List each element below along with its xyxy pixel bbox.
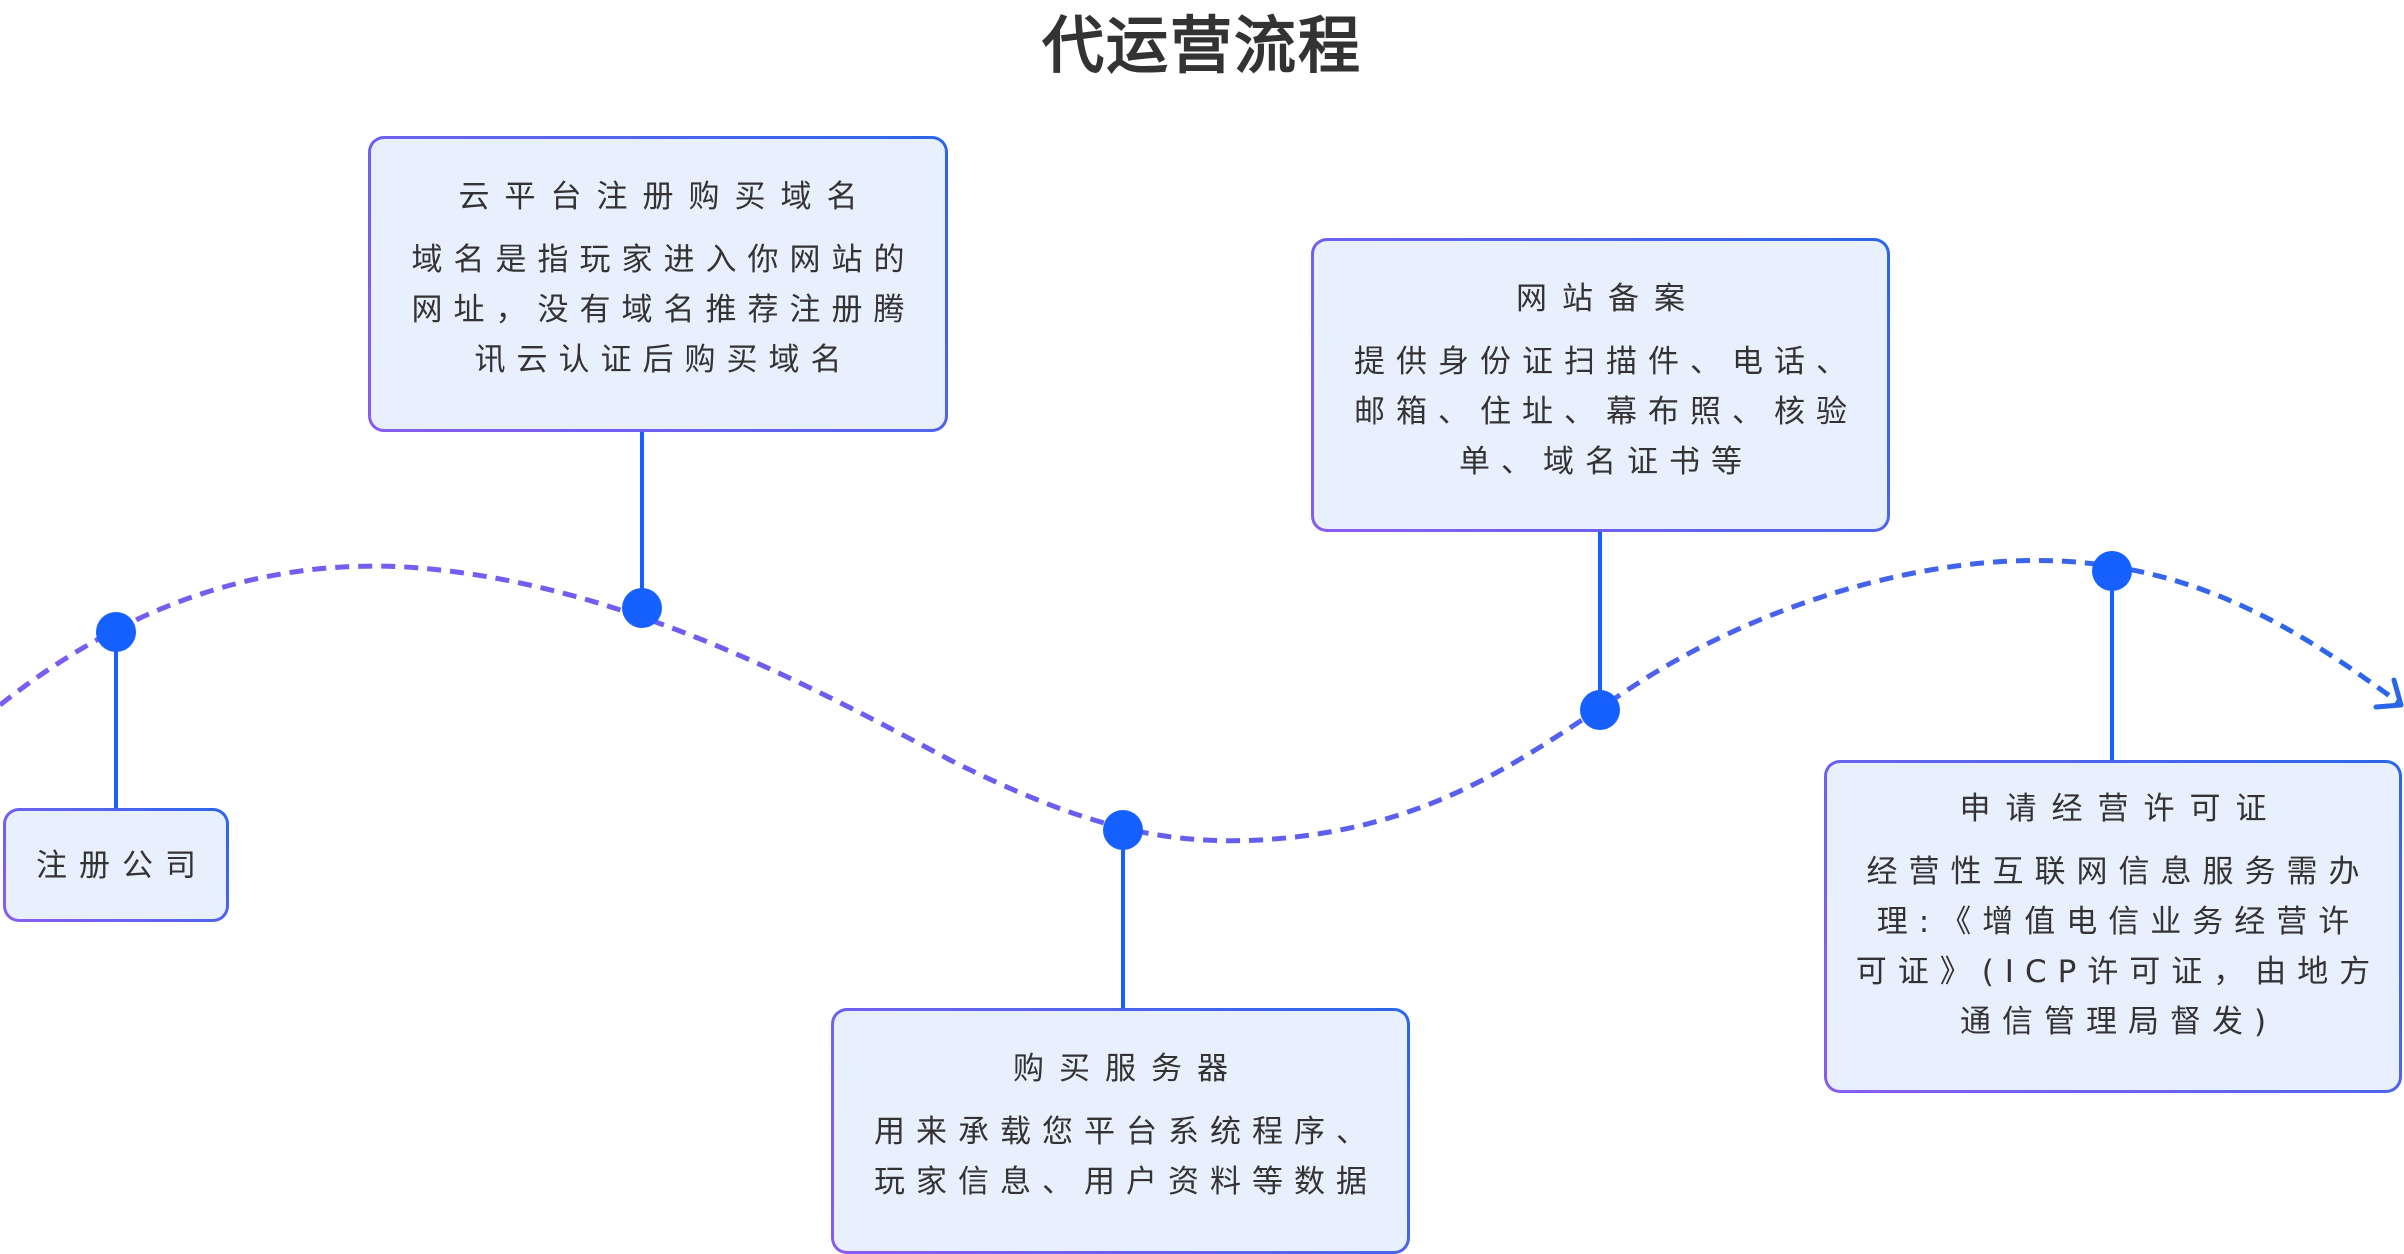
description-line: 理:《增值电信业务经营许 <box>1876 904 2361 940</box>
step-title: 注册公司 <box>36 848 208 884</box>
step-description: 提供身份证扫描件、电话、 邮箱、住址、幕布照、核验 单、域名证书等 <box>1314 337 1887 487</box>
step-title: 云平台注册购买域名 <box>458 179 873 215</box>
description-line: 邮箱、住址、幕布照、核验 <box>1354 394 1858 430</box>
milestone-dot-4 <box>1580 690 1620 730</box>
description-line: 通信管理局督发) <box>1959 1004 2278 1040</box>
step-title: 购买服务器 <box>1013 1051 1243 1087</box>
description-line: 单、域名证书等 <box>1459 444 1753 480</box>
description-line: 可证》(ICP许可证，由地方 <box>1855 954 2382 990</box>
step-card-domain: 云平台注册购买域名 域名是指玩家进入你网站的 网址，没有域名推荐注册腾 讯云认证… <box>368 136 948 432</box>
description-line: 域名是指玩家进入你网站的 <box>411 242 916 278</box>
description-line: 讯云认证后购买域名 <box>474 342 853 378</box>
description-line: 网址，没有域名推荐注册腾 <box>411 292 916 328</box>
step-description: 经营性互联网信息服务需办 理:《增值电信业务经营许 可证》(ICP许可证，由地方… <box>1827 847 2399 1047</box>
description-line: 提供身份证扫描件、电话、 <box>1354 344 1858 380</box>
step-title: 网站备案 <box>1516 281 1700 317</box>
step-description: 用来承载您平台系统程序、 玩家信息、用户资料等数据 <box>834 1107 1407 1207</box>
description-line: 玩家信息、用户资料等数据 <box>874 1164 1378 1200</box>
description-line: 用来承载您平台系统程序、 <box>874 1114 1378 1150</box>
page-title: 代运营流程 <box>1041 9 1362 82</box>
milestone-dot-3 <box>1103 810 1143 850</box>
step-card-icp-filing: 网站备案 提供身份证扫描件、电话、 邮箱、住址、幕布照、核验 单、域名证书等 <box>1311 238 1890 532</box>
timeline-curve <box>0 557 2400 844</box>
step-card-register-company: 注册公司 <box>3 808 229 922</box>
step-title: 申请经营许可证 <box>1959 791 2282 827</box>
step-card-business-license: 申请经营许可证 经营性互联网信息服务需办 理:《增值电信业务经营许 可证》(IC… <box>1824 760 2402 1093</box>
milestone-dot-1 <box>96 612 136 652</box>
arrow-head-icon <box>2373 677 2404 710</box>
step-description: 域名是指玩家进入你网站的 网址，没有域名推荐注册腾 讯云认证后购买域名 <box>371 235 945 385</box>
milestone-dot-2 <box>622 588 662 628</box>
step-card-server: 购买服务器 用来承载您平台系统程序、 玩家信息、用户资料等数据 <box>831 1008 1410 1254</box>
description-line: 经营性互联网信息服务需办 <box>1866 854 2371 890</box>
milestone-dot-5 <box>2092 551 2132 591</box>
